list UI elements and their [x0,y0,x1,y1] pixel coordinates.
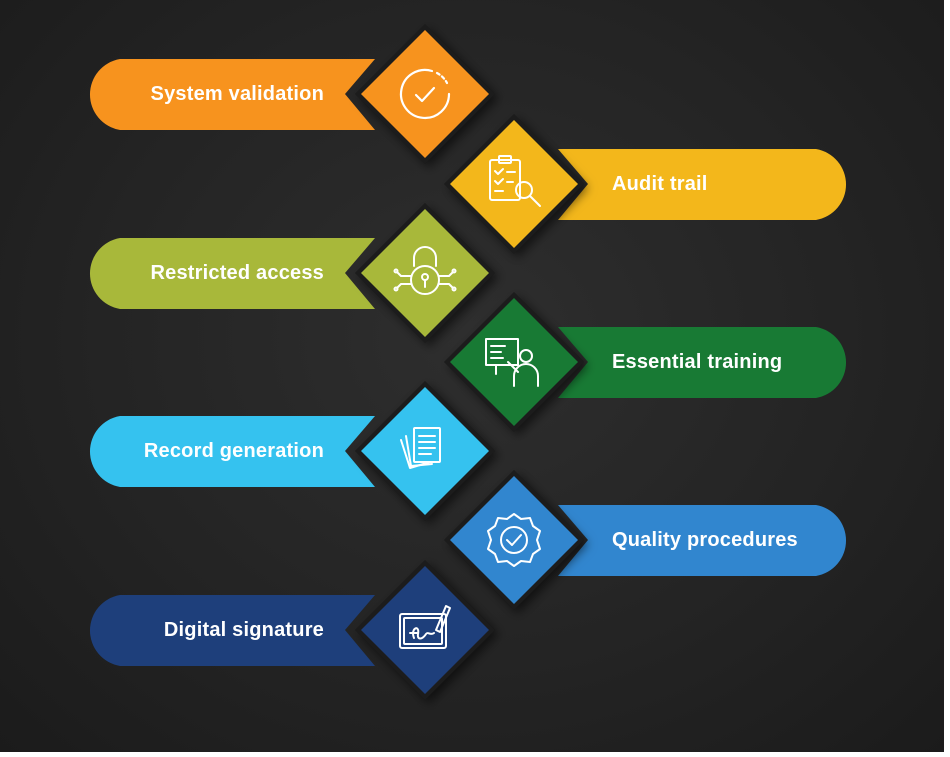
item-system-validation [89,24,495,164]
quality-badge-icon [487,513,541,567]
diamond-system-validation [361,30,489,158]
ribbon-audit-trail [558,149,847,220]
ribbon-restricted-access [89,238,375,309]
signature-pen-icon [399,605,451,649]
item-restricted-access [89,203,495,343]
padlock-circuit-icon [393,246,457,295]
ribbon-digital-signature [89,595,375,666]
ribbon-system-validation [89,59,375,130]
label-digital-signature: Digital signature [163,619,324,641]
diamond-record-generation [361,387,489,515]
ribbon-quality-procedures [558,505,847,576]
label-audit-trail: Audit trail [612,173,708,195]
diamond-digital-signature [361,566,489,694]
item-essential-training [444,292,847,432]
label-restricted-access: Restricted access [150,262,324,284]
clipboard-search-icon [489,155,541,207]
ribbon-essential-training [558,327,847,398]
ribbon-record-generation [89,416,375,487]
label-quality-procedures: Quality procedures [612,529,798,551]
diamond-quality-procedures [450,476,578,604]
item-quality-procedures [444,470,847,610]
trainer-whiteboard-icon [485,338,539,387]
item-record-generation [89,381,495,521]
label-system-validation: System validation [150,83,324,105]
label-essential-training: Essential training [612,351,783,373]
item-audit-trail [444,114,847,254]
documents-stack-icon [400,427,441,469]
diamond-audit-trail [450,120,578,248]
diamond-essential-training [450,298,578,426]
item-digital-signature [89,560,495,700]
checkmark-circle-icon [399,68,451,120]
label-record-generation: Record generation [143,440,324,462]
